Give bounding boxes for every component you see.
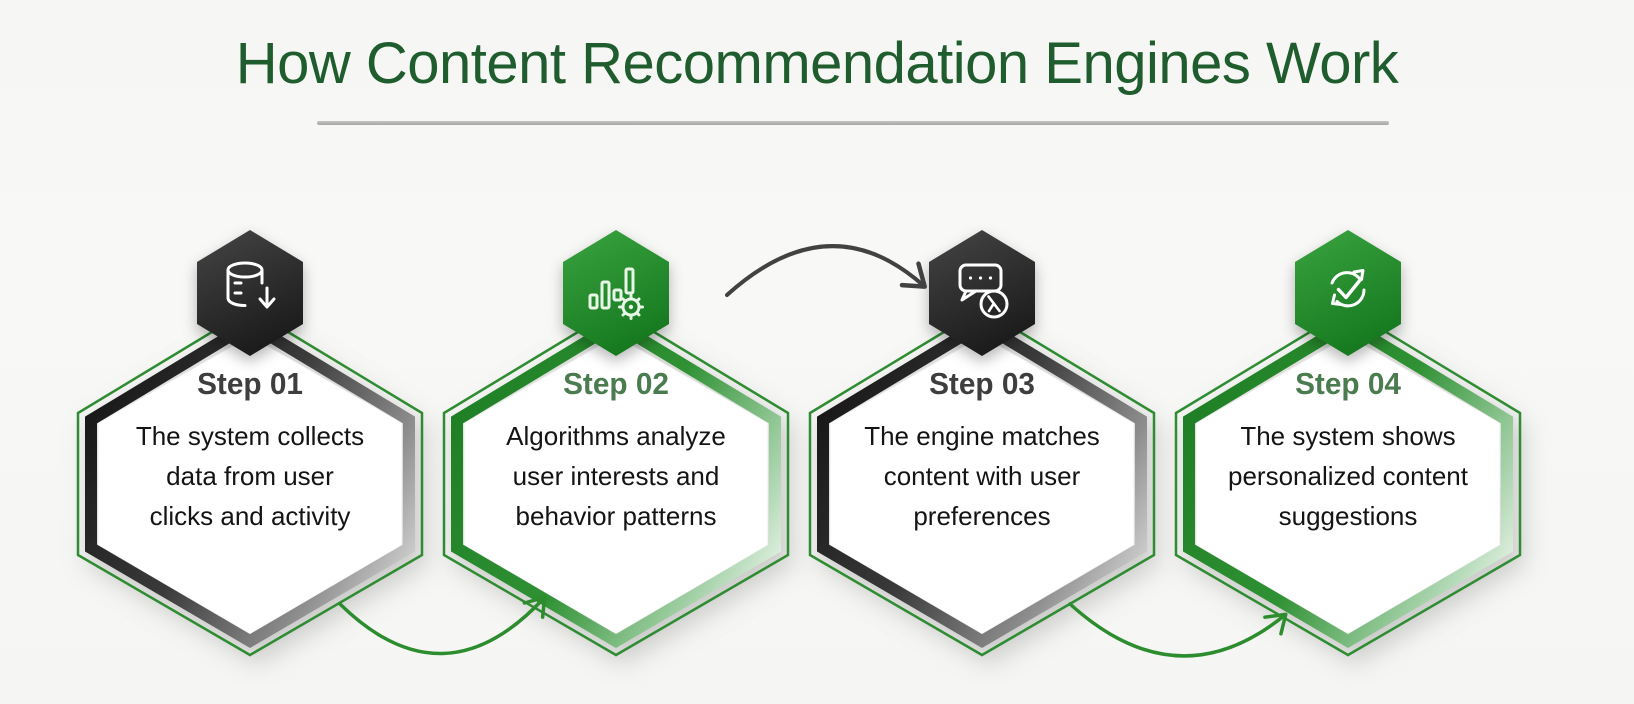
step-hexagon (76, 307, 424, 657)
step-badge (563, 230, 669, 356)
step-badge (197, 230, 303, 356)
step-hexagon (1174, 307, 1522, 657)
sync-check-icon (1330, 269, 1366, 308)
analytics-gear-icon (588, 267, 644, 320)
step-hexagon (442, 307, 790, 657)
step-card-3: Step 03 The engine matches content with … (802, 228, 1162, 668)
step-description: Algorithms analyze user interests and be… (506, 421, 726, 532)
title-divider (317, 121, 1389, 125)
step-label: Step 03 (929, 366, 1035, 401)
database-download-icon (226, 261, 276, 309)
step-card-2: Step 02 Algorithms analyze user interest… (436, 228, 796, 668)
step-label: Step 01 (197, 366, 303, 401)
page-title: How Content Recommendation Engines Work (235, 31, 1399, 96)
chat-match-icon (958, 263, 1009, 319)
step-badge (1295, 230, 1401, 356)
step-hexagon (808, 307, 1156, 657)
step-description: The system collects data from user click… (135, 421, 365, 532)
step-label: Step 04 (1295, 366, 1401, 401)
step-badge (929, 230, 1035, 356)
step-description: The engine matches content with user pre… (864, 421, 1100, 532)
step-card-1: Step 01 The system collects data from us… (70, 228, 430, 668)
step-label: Step 02 (563, 366, 669, 401)
step-description: The system shows personalized content su… (1228, 421, 1468, 532)
step-card-4: Step 04 The system shows personalized co… (1168, 228, 1528, 668)
